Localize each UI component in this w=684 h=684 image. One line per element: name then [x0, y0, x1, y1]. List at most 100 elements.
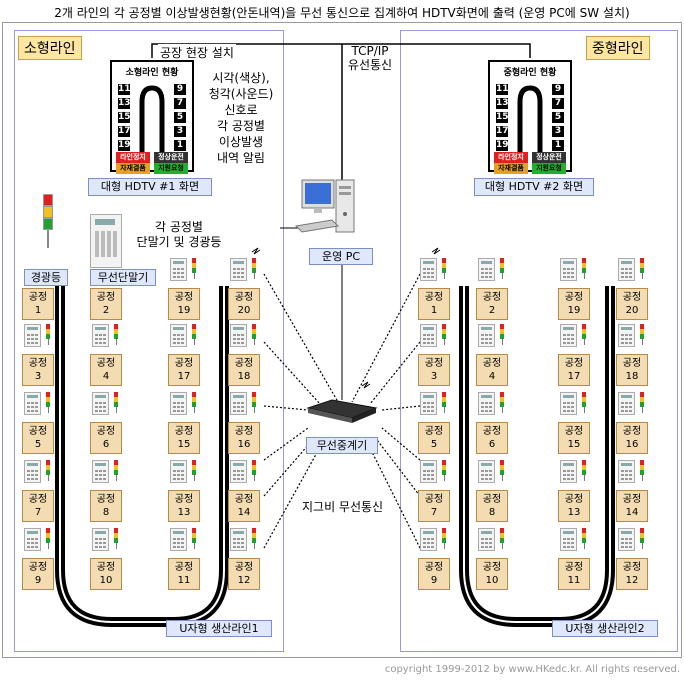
station-number: 1 — [430, 305, 438, 316]
station-terminal-icon — [24, 460, 41, 483]
station-number: 9 — [430, 575, 438, 586]
station-terminal-icon — [618, 324, 635, 347]
station-lamp-icon — [46, 460, 50, 481]
station-number: 14 — [237, 507, 251, 518]
tv-number-left: 11 — [118, 84, 131, 95]
station-lamp-icon — [114, 324, 118, 345]
factory-label: 공장 현장 설치 — [158, 44, 236, 61]
station-word: 공정 — [622, 292, 642, 303]
station-number: 5 — [34, 439, 42, 450]
station-number: 16 — [625, 439, 639, 450]
station-terminal-icon — [420, 324, 437, 347]
station-lamp-icon — [500, 392, 504, 413]
station-lamp-icon — [640, 258, 644, 279]
station-terminal-icon — [230, 392, 247, 415]
station-word: 공정 — [564, 562, 584, 573]
station-terminal-icon — [230, 258, 247, 281]
station-number: 13 — [177, 507, 191, 518]
station-word: 공정 — [234, 358, 254, 369]
station-terminal-icon — [560, 392, 577, 415]
station-word: 공정 — [174, 292, 194, 303]
station-lamp-icon — [500, 258, 504, 279]
station-number: 5 — [430, 439, 438, 450]
tv-number-right: 9 — [552, 84, 564, 95]
tv-status-badge: 정상운전 — [154, 152, 188, 163]
station-number: 2 — [488, 305, 496, 316]
tv-number-left: 17 — [118, 126, 131, 137]
station-number: 9 — [34, 575, 42, 586]
station-lamp-icon — [640, 392, 644, 413]
station-left-19: 공정 19 — [168, 288, 200, 320]
tv-number-right: 1 — [174, 140, 186, 151]
station-lamp-icon — [582, 460, 586, 481]
right-line-tag: 중형라인 — [586, 36, 650, 60]
station-lamp-icon — [442, 392, 446, 413]
station-word: 공정 — [174, 562, 194, 573]
station-terminal-icon — [24, 528, 41, 551]
tv-number-right: 7 — [552, 98, 564, 109]
station-lamp-icon — [46, 528, 50, 549]
station-word: 공정 — [564, 426, 584, 437]
station-left-9: 공정 9 — [22, 558, 54, 590]
station-terminal-icon — [420, 392, 437, 415]
station-word: 공정 — [174, 426, 194, 437]
zigbee-label: 지그비 무선통신 — [302, 500, 384, 514]
station-terminal-icon — [560, 324, 577, 347]
pc-icon — [294, 179, 355, 233]
station-terminal-icon — [420, 258, 437, 281]
station-terminal-icon — [478, 392, 495, 415]
station-word: 공정 — [28, 562, 48, 573]
station-number: 19 — [177, 305, 191, 316]
station-word: 공정 — [424, 494, 444, 505]
station-terminal-icon — [230, 460, 247, 483]
tv-number-left: 11 — [496, 84, 509, 95]
station-word: 공정 — [424, 292, 444, 303]
tv-status-badge: 라인정지 — [494, 152, 528, 163]
station-lamp-icon — [582, 324, 586, 345]
tv-status-badge: 자재결품 — [494, 163, 528, 174]
tv-status-badge: 자재결품 — [116, 163, 150, 174]
tv-number-right: 7 — [174, 98, 186, 109]
station-lamp-icon — [192, 392, 196, 413]
station-word: 공정 — [96, 494, 116, 505]
station-number: 13 — [567, 507, 581, 518]
station-number: 14 — [625, 507, 639, 518]
station-number: 4 — [488, 371, 496, 382]
pc-label: 운영 PC — [309, 248, 373, 265]
station-lamp-icon — [46, 392, 50, 413]
station-word: 공정 — [482, 494, 502, 505]
repeater-icon — [306, 399, 378, 423]
station-number: 2 — [102, 305, 110, 316]
station-terminal-icon — [420, 460, 437, 483]
station-terminal-icon — [478, 258, 495, 281]
diagram-title: 2개 라인의 각 공정별 이상발생현황(안돈내역)을 무선 통신으로 집계하여 … — [54, 6, 630, 20]
signal-tower-icon — [43, 194, 53, 248]
station-word: 공정 — [622, 562, 642, 573]
station-terminal-icon — [618, 528, 635, 551]
tv-u-shape — [139, 85, 165, 152]
station-right-12: 공정 12 — [616, 558, 648, 590]
station-lamp-icon — [114, 460, 118, 481]
station-number: 16 — [237, 439, 251, 450]
station-number: 12 — [625, 575, 639, 586]
station-terminal-icon — [230, 324, 247, 347]
station-word: 공정 — [482, 562, 502, 573]
tv-number-left: 19 — [118, 140, 131, 151]
